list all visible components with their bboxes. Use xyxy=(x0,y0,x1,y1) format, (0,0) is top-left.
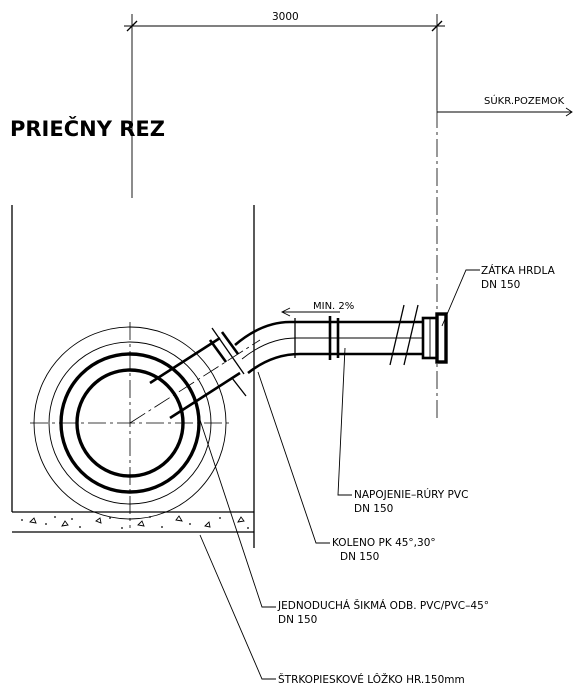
slope-indicator: MIN. 2% xyxy=(280,301,354,317)
drawing-title: PRIEČNY REZ xyxy=(10,116,165,141)
bedding-dots xyxy=(21,516,249,529)
callout-plug: ZÁTKA HRDLA DN 150 xyxy=(481,264,556,291)
leader-lines xyxy=(199,269,480,680)
dimension-3000: 3000 xyxy=(124,11,445,198)
branch-label-line1: JEDNODUCHÁ ŠIKMÁ ODB. PVC/PVC–45° xyxy=(277,599,489,612)
elbow-label-line1: KOLENO PK 45°,30° xyxy=(332,537,436,549)
plug-label-line2: DN 150 xyxy=(481,279,520,291)
shaft-walls xyxy=(11,205,255,548)
pipe-plug xyxy=(421,312,448,364)
connection-label-line1: NAPOJENIE–RÚRY PVC xyxy=(354,488,468,501)
elbow-and-pipe xyxy=(234,304,423,375)
bedding-hatch xyxy=(29,515,245,528)
property-line-label: SÚKR.POZEMOK xyxy=(484,94,565,107)
slope-label: MIN. 2% xyxy=(313,301,354,312)
bedding-label: ŠTRKOPIESKOVÉ LÔŽKO HR.150mm xyxy=(278,673,465,686)
callout-connection: NAPOJENIE–RÚRY PVC DN 150 xyxy=(354,488,468,515)
callout-bedding: ŠTRKOPIESKOVÉ LÔŽKO HR.150mm xyxy=(278,673,465,686)
connection-label-line2: DN 150 xyxy=(354,503,393,515)
elbow-label-line2: DN 150 xyxy=(340,551,379,563)
dimension-value: 3000 xyxy=(272,11,299,23)
branch-label-line2: DN 150 xyxy=(278,614,317,626)
gravel-bedding xyxy=(12,511,254,533)
callout-elbow: KOLENO PK 45°,30° DN 150 xyxy=(332,537,436,563)
plug-label-line1: ZÁTKA HRDLA xyxy=(481,264,556,277)
branch-pipe xyxy=(129,327,261,424)
property-line: SÚKR.POZEMOK xyxy=(436,94,573,420)
callout-branch: JEDNODUCHÁ ŠIKMÁ ODB. PVC/PVC–45° DN 150 xyxy=(277,599,489,626)
manhole-rings xyxy=(30,322,232,528)
